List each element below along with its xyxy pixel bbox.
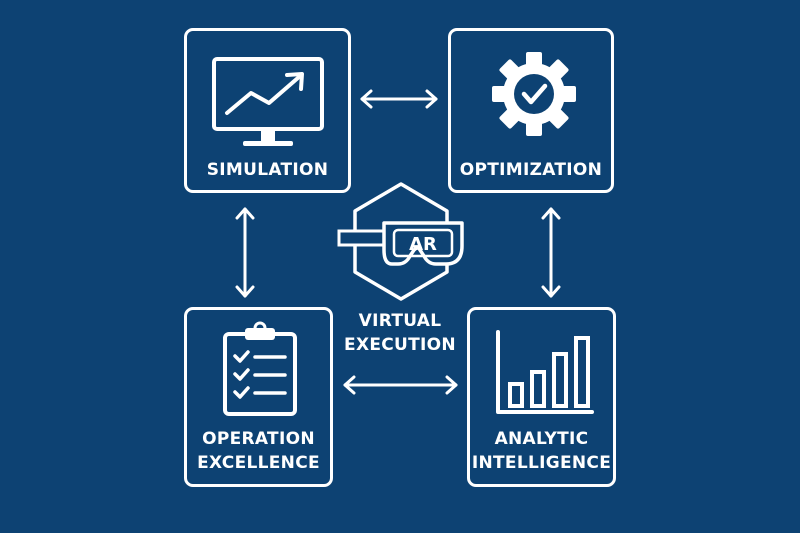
arrow-simulation-operation (235, 207, 255, 298)
monitor-trend-icon (212, 57, 324, 146)
node-simulation-label: SIMULATION (206, 160, 329, 180)
node-optimization-label: OPTIMIZATION (459, 160, 603, 180)
node-operation-excellence-label-1: OPERATION (202, 429, 315, 449)
clipboard-checklist-icon (223, 321, 297, 416)
node-virtual-execution-label-1: VIRTUAL (358, 311, 442, 331)
arrow-optimization-analytic (541, 207, 561, 298)
node-simulation: SIMULATION (184, 28, 351, 193)
arrow-simulation-optimization (360, 89, 438, 109)
node-virtual-execution-label-2: EXECUTION (344, 335, 456, 355)
node-analytic-intelligence: ANALYTIC INTELLIGENCE (467, 307, 616, 487)
node-analytic-intelligence-label-2: INTELLIGENCE (471, 453, 612, 473)
node-virtual-execution-label: VIRTUAL EXECUTION (320, 309, 480, 357)
arrow-operation-analytic (343, 375, 458, 395)
ar-badge: AR (409, 234, 437, 255)
gear-check-icon (492, 52, 576, 136)
node-analytic-intelligence-label-1: ANALYTIC (494, 429, 589, 449)
node-optimization: OPTIMIZATION (448, 28, 614, 193)
node-operation-excellence-label-2: EXCELLENCE (197, 453, 320, 473)
node-operation-excellence: OPERATION EXCELLENCE (184, 307, 333, 487)
bar-chart-icon (496, 330, 594, 414)
ar-headset-icon: AR (337, 182, 464, 301)
